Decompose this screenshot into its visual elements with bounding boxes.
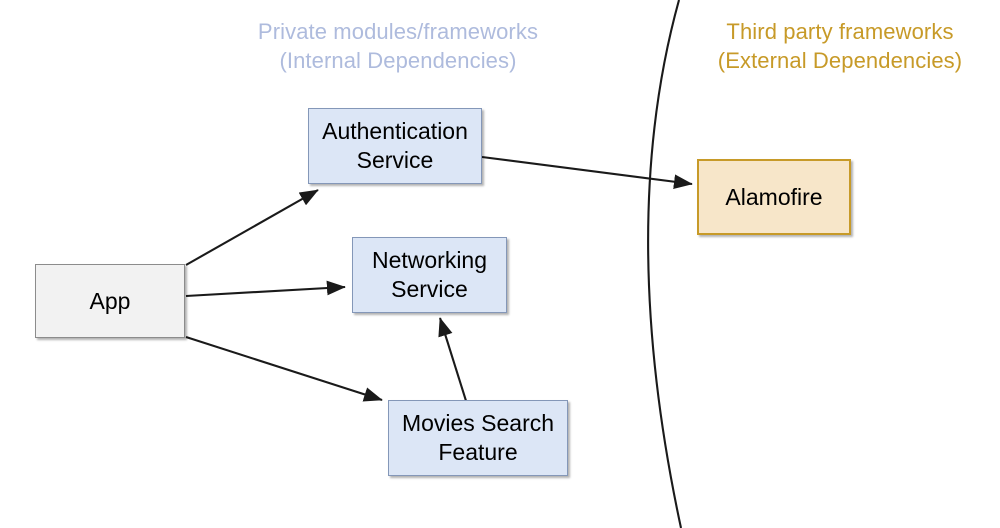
edge-app-to-networking xyxy=(185,280,346,298)
node-networking-service[interactable]: Networking Service xyxy=(352,237,507,313)
node-movies-search-feature[interactable]: Movies Search Feature xyxy=(388,400,568,476)
node-alamofire[interactable]: Alamofire xyxy=(697,159,851,235)
node-app[interactable]: App xyxy=(35,264,185,338)
edge-app-to-movies-search xyxy=(185,336,383,402)
edge-app-to-authentication xyxy=(185,189,319,266)
node-authentication-service[interactable]: Authentication Service xyxy=(308,108,482,184)
boundary-curve xyxy=(647,0,683,528)
edge-movies-search-to-networking xyxy=(438,317,469,405)
internal-dependencies-caption: Private modules/frameworks (Internal Dep… xyxy=(257,19,539,74)
external-dependencies-caption: Third party frameworks (External Depende… xyxy=(717,19,963,74)
edge-authentication-to-alamofire xyxy=(481,155,693,189)
